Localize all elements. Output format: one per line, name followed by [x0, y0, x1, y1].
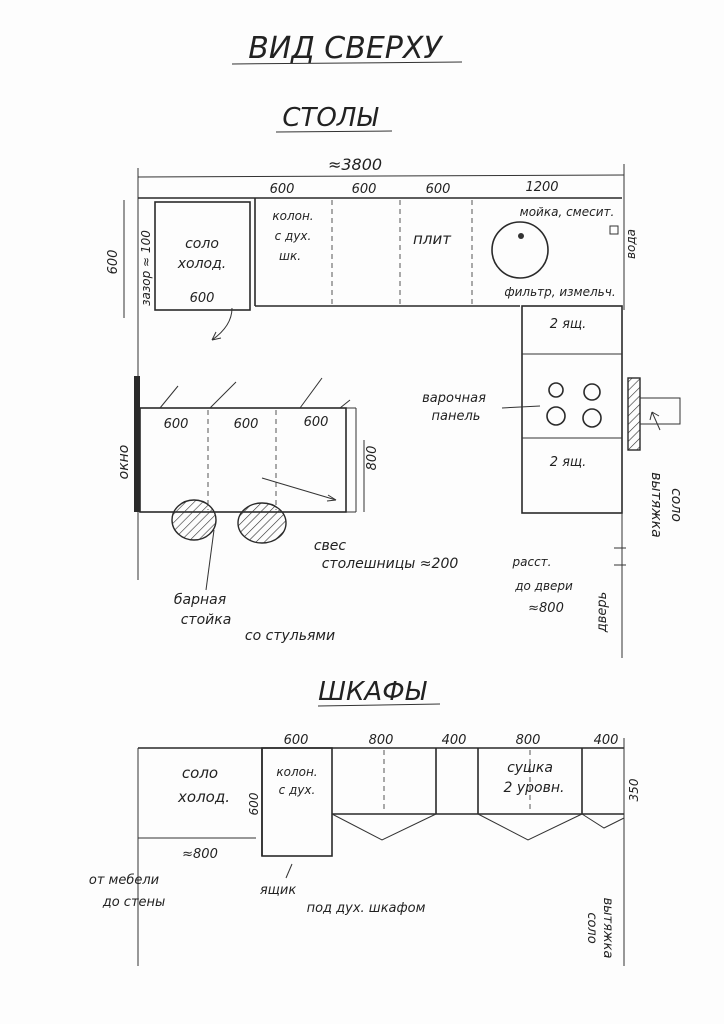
hob-label-1: варочная	[422, 391, 486, 406]
column-label-1: колон.	[272, 209, 313, 223]
bar-label-3: со стульями	[245, 628, 335, 644]
window-label: окно	[116, 445, 132, 480]
filter-label: фильтр, измельч.	[504, 285, 615, 299]
overhang-arrow	[326, 494, 337, 502]
hob-burner-2	[583, 383, 601, 401]
column-label-3: шк.	[279, 249, 301, 263]
cab-depth: 350	[627, 778, 641, 801]
cab-fridge-1: соло	[182, 764, 218, 782]
stove-label: плит	[413, 230, 452, 248]
right-counter-run	[521, 305, 623, 514]
hood-duct	[640, 397, 681, 425]
cab-box-2: под дух. шкафом	[307, 901, 426, 916]
cabinets-heading: ШКАФЫ	[318, 677, 427, 707]
cab-wall-note-2: до стены	[102, 895, 166, 910]
drawers-top-label: 2 ящ.	[550, 317, 587, 332]
cab-box-leader	[285, 863, 293, 879]
fridge-door-arrow	[211, 307, 233, 341]
bar-stool-2	[237, 502, 287, 544]
island-dim-1: 600	[164, 417, 189, 432]
hood-label-2: соло	[668, 488, 684, 522]
hob-burner-1	[548, 382, 564, 398]
hob-label-2: панель	[432, 409, 481, 424]
cab-dim-3: 400	[442, 733, 467, 748]
cab-dim-5: 400	[594, 733, 619, 748]
fridge-label-2: холод.	[177, 256, 227, 272]
column-label-2: с дух.	[275, 229, 312, 243]
cab-hood-1: вытяжка	[600, 898, 615, 959]
cab-fridge-2: холод.	[177, 788, 230, 806]
cab-wall-note-1: от мебели	[89, 873, 159, 888]
left-depth-label: 600	[106, 250, 121, 275]
cab-fridge-side: 600	[247, 792, 261, 815]
bar-stool-1	[171, 499, 217, 541]
hood-wall-mount	[627, 377, 641, 451]
drawers-bottom-label: 2 ящ.	[550, 455, 587, 470]
top-dim-2: 600	[352, 182, 377, 197]
upper-door-swings	[331, 813, 625, 841]
water-label: вода	[624, 229, 638, 259]
island-dim-2: 600	[234, 417, 259, 432]
fridge-box	[154, 201, 251, 311]
top-dim-3: 600	[426, 182, 451, 197]
cab-column-box	[261, 747, 333, 857]
tables-heading-underline	[275, 130, 393, 133]
hood-label-1: вытяжка	[648, 472, 664, 538]
top-dim-4: 1200	[525, 180, 558, 195]
cab-dim-1: 600	[284, 733, 309, 748]
door-distance-2: до двери	[514, 579, 573, 593]
overhang-leader	[261, 477, 337, 501]
cab-hood-2: соло	[584, 912, 599, 943]
cab-bottom-dim: ≈800	[182, 847, 218, 862]
fridge-label-1: соло	[185, 236, 219, 252]
cab-dim-4: 800	[516, 733, 541, 748]
cabinets-heading-underline	[317, 703, 441, 707]
island-chair-lines	[159, 377, 351, 409]
sink-label: мойка, смесит.	[520, 205, 615, 219]
door-distance-3: ≈800	[528, 601, 564, 616]
cab-column-1: колон.	[276, 765, 317, 779]
tables-heading: СТОЛЫ	[282, 103, 379, 133]
bar-stool-leader	[205, 529, 215, 591]
fridge-door-arrow-head	[211, 331, 222, 341]
overhang-label-2: столешницы ≈200	[322, 556, 459, 572]
hob-burner-4	[582, 408, 602, 428]
island-dim-3: 600	[304, 415, 329, 430]
sink-drain-icon	[518, 233, 524, 239]
sink-basin	[491, 221, 549, 279]
hob-burner-3	[546, 406, 566, 426]
door-label: дверь	[595, 592, 610, 634]
bar-label-1: барная	[174, 592, 226, 608]
cab-column-2: с дух.	[279, 783, 316, 797]
hob-leader-line	[501, 405, 541, 409]
door-distance-1: расст.	[512, 555, 552, 569]
cab-dryer-2: 2 уровн.	[504, 780, 565, 796]
bar-label-2: стойка	[181, 612, 232, 628]
water-outlet-icon	[609, 225, 619, 235]
island-depth-label: 800	[365, 446, 380, 471]
total-width-label: ≈3800	[328, 155, 382, 174]
total-width-dimension-line	[137, 174, 625, 178]
top-dim-1: 600	[270, 182, 295, 197]
page-title: ВИД СВЕРХУ	[248, 31, 443, 66]
hood-arrow	[649, 411, 661, 431]
window-mark	[134, 376, 140, 512]
gap-label: зазор ≈ 100	[139, 230, 153, 306]
cab-dim-2: 800	[369, 733, 394, 748]
overhang-label-1: свес	[314, 538, 347, 554]
title-underline	[231, 61, 463, 65]
fridge-width-label: 600	[190, 291, 215, 306]
cab-box-1: ящик	[260, 883, 297, 898]
cab-dryer-1: сушка	[507, 760, 553, 776]
